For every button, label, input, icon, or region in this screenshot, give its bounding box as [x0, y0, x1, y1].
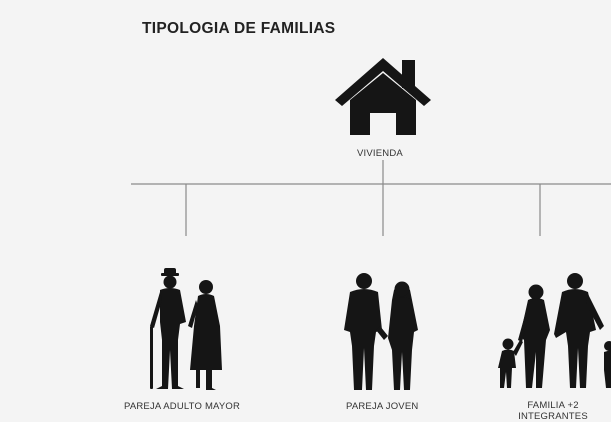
- branch-label-2: PAREJA JOVEN: [346, 401, 419, 412]
- house-icon: [335, 58, 431, 135]
- family-icon: [498, 273, 611, 388]
- branch-label-1: PAREJA ADULTO MAYOR: [124, 401, 241, 412]
- root-label: VIVIENDA: [357, 148, 403, 159]
- diagram-title: TIPOLOGIA DE FAMILIAS: [142, 20, 336, 37]
- branch-label-3: FAMILIA +2 INTEGRANTES: [518, 400, 588, 422]
- connector-lines: [131, 160, 611, 236]
- young-couple-icon: [344, 273, 418, 390]
- elderly-couple-icon: [150, 268, 222, 390]
